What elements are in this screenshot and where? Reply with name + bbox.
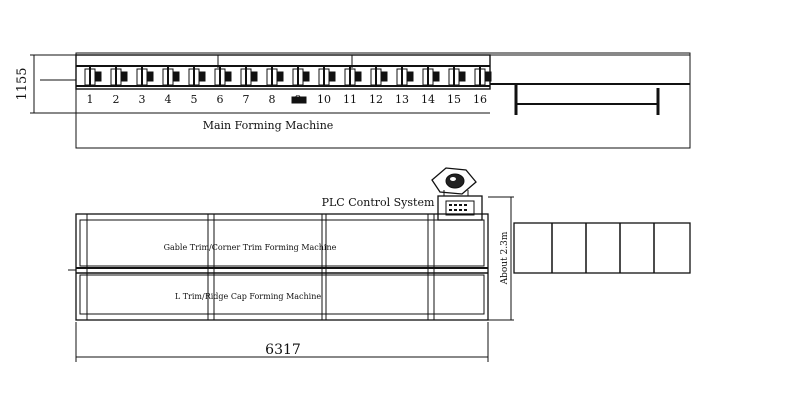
- plc-control-label: PLC Control System: [322, 196, 435, 209]
- roller-station: [422, 67, 440, 87]
- roller-station: [162, 67, 180, 87]
- station-number: 9: [295, 93, 302, 106]
- roller-station: [448, 67, 466, 87]
- plc-cabinet: [437, 195, 483, 221]
- roller-station: [136, 67, 154, 87]
- width-dimension-label: 6317: [265, 342, 301, 358]
- lower-machine-bed: [79, 274, 485, 315]
- station-number: 16: [473, 93, 487, 106]
- roller-gear: [121, 71, 128, 82]
- runout-rack: [513, 222, 691, 274]
- roller-station: [396, 67, 414, 87]
- roller-station: [474, 67, 492, 87]
- station-number: 5: [191, 93, 198, 106]
- roller-gear: [251, 71, 258, 82]
- roller-station: [292, 67, 310, 87]
- roller-station: [84, 67, 102, 87]
- station-number: 8: [269, 93, 276, 106]
- plc-buttons: [449, 204, 467, 211]
- name-plate: [291, 96, 307, 104]
- station-number: 7: [243, 93, 250, 106]
- trim-machines-view: [68, 167, 691, 362]
- roller-gear: [95, 71, 102, 82]
- roller-gear: [303, 71, 310, 82]
- station-number: 14: [421, 93, 435, 106]
- roller-gear: [225, 71, 232, 82]
- side-note-label: About 2.3m: [500, 231, 510, 285]
- lower-machine-label: L Trim/Ridge Cap Forming Machine: [175, 292, 322, 301]
- roller-gear: [355, 71, 362, 82]
- plc-panel: [445, 200, 475, 216]
- station-number: 10: [317, 93, 331, 106]
- roller-gear: [381, 71, 388, 82]
- station-number: 4: [165, 93, 172, 106]
- station-number: 11: [343, 93, 357, 106]
- roller-station: [110, 67, 128, 87]
- roller-stations: [84, 67, 492, 87]
- roller-station: [214, 67, 232, 87]
- roller-gear: [485, 71, 492, 82]
- roller-station: [266, 67, 284, 87]
- roller-gear: [147, 71, 154, 82]
- main-forming-machine-view: [30, 52, 691, 149]
- roller-gear: [277, 71, 284, 82]
- roller-gear: [459, 71, 466, 82]
- station-number: 13: [395, 93, 409, 106]
- upper-machine-label: Gable Trim/Corner Trim Forming Machine: [164, 243, 337, 252]
- station-number: 12: [369, 93, 383, 106]
- station-number: 1: [87, 93, 94, 106]
- hydraulic-pump-icon: [431, 167, 477, 196]
- station-number: 15: [447, 93, 461, 106]
- roller-gear: [433, 71, 440, 82]
- station-number: 6: [217, 93, 224, 106]
- roller-station: [318, 67, 336, 87]
- roller-station: [370, 67, 388, 87]
- roller-station: [240, 67, 258, 87]
- station-number: 2: [113, 93, 120, 106]
- roller-gear: [329, 71, 336, 82]
- roller-gear: [173, 71, 180, 82]
- main-machine-label: Main Forming Machine: [203, 119, 334, 132]
- main-machine-frame: [75, 52, 691, 149]
- station-number: 3: [139, 93, 146, 106]
- roller-station: [188, 67, 206, 87]
- upper-machine-bed: [79, 219, 485, 267]
- height-dimension-label: 1155: [15, 67, 30, 100]
- roller-station: [344, 67, 362, 87]
- roller-gear: [199, 71, 206, 82]
- roller-gear: [407, 71, 414, 82]
